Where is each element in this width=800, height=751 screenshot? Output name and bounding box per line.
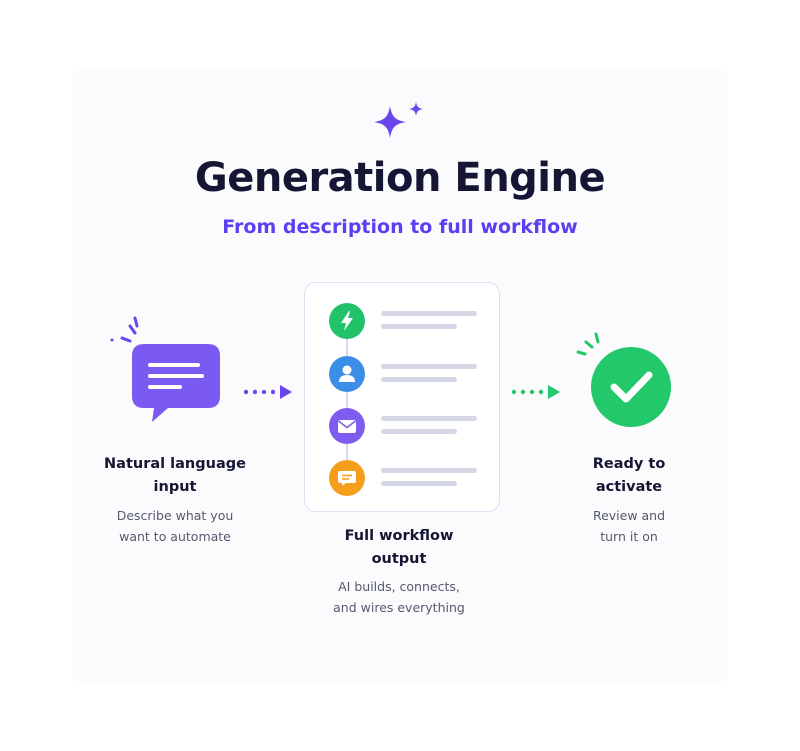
- workflow-node-message: [329, 460, 365, 496]
- step-activate-desc-line-2: turn it on: [600, 529, 658, 544]
- workflow-node-email: [329, 408, 365, 444]
- workflow-line: [381, 416, 477, 421]
- page-title: Generation Engine: [194, 155, 606, 201]
- user-icon: [339, 365, 355, 382]
- mail-icon: [338, 420, 356, 433]
- workflow-node-user: [329, 356, 365, 392]
- page-subtitle: From description to full workflow: [222, 216, 578, 238]
- step-output-desc-line-2: and wires everything: [333, 600, 465, 615]
- step-output-title-line-2: output: [371, 551, 427, 567]
- step-input-desc-line-1: Describe what you: [116, 508, 234, 523]
- step-activate-desc-line-1: Review and: [592, 508, 666, 523]
- step-activate-title-line-2: activate: [595, 479, 663, 495]
- workflow-line: [381, 481, 457, 486]
- step-activate-title: Ready to activate: [549, 453, 709, 499]
- workflow-line: [381, 324, 457, 329]
- step-activate-title-line-1: Ready to: [592, 456, 666, 472]
- workflow-line: [381, 429, 457, 434]
- step-input-title-line-2: input: [153, 479, 197, 495]
- sparkle-icon: [374, 102, 423, 138]
- lightning-icon: [341, 311, 353, 331]
- workflow-line: [381, 364, 477, 369]
- arrow-input-to-workflow: [243, 385, 292, 399]
- workflow-line: [381, 311, 477, 316]
- workflow-node-trigger: [329, 303, 365, 339]
- arrow-workflow-to-activate: [511, 385, 560, 399]
- step-activate-description: Review and turn it on: [549, 505, 709, 547]
- workflow-line: [381, 377, 457, 382]
- workflow-card: [304, 282, 500, 512]
- workflow-line: [381, 468, 477, 473]
- step-output-title: Full workflow output: [319, 525, 479, 571]
- step-output-description: AI builds, connects, and wires everythin…: [309, 576, 489, 618]
- chat-bubble-icon: [110, 316, 220, 422]
- step-input-title-line-1: Natural language: [104, 456, 246, 472]
- workflow-connector: [346, 337, 348, 477]
- step-output-desc-line-1: AI builds, connects,: [338, 579, 460, 594]
- step-input-title: Natural language input: [95, 453, 255, 499]
- check-circle-icon: [576, 332, 671, 427]
- step-output-title-line-1: Full workflow: [344, 528, 454, 544]
- message-icon: [338, 471, 356, 486]
- step-input-desc-line-2: want to automate: [119, 529, 231, 544]
- step-input-description: Describe what you want to automate: [95, 505, 255, 547]
